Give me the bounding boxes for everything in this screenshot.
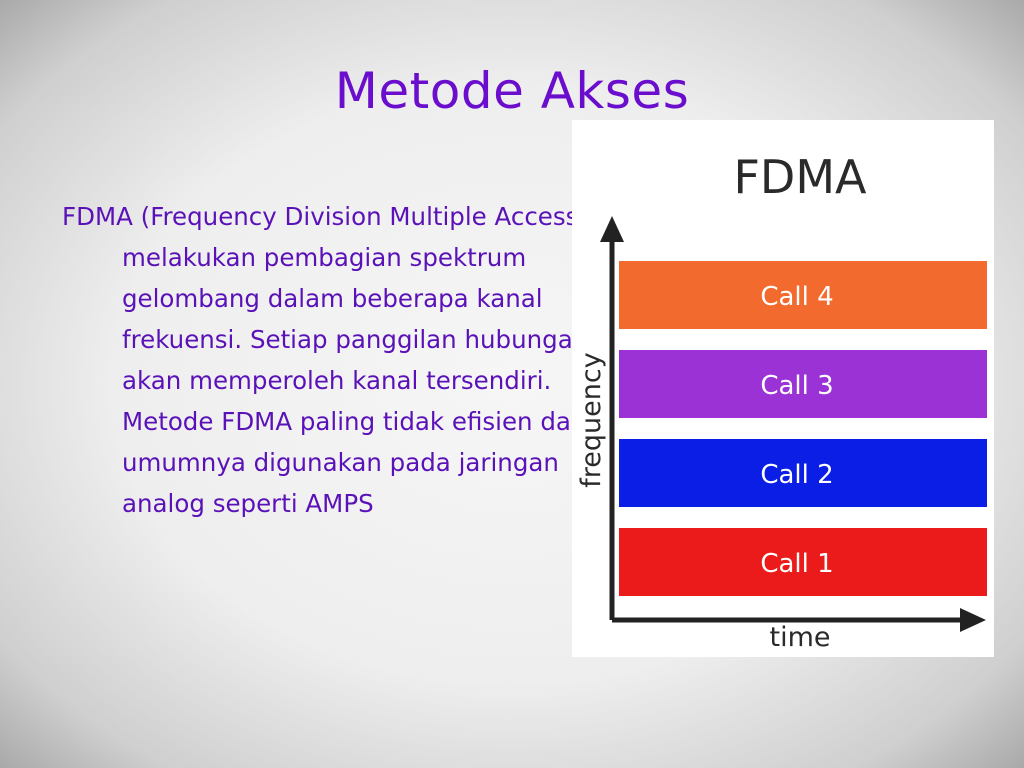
band-call-3-rect: [619, 350, 987, 418]
y-axis: [600, 216, 624, 620]
fdma-diagram-svg: FDMA Call 4 Call 3 Call 2 Call 1: [576, 150, 987, 653]
band-call-4-label: Call 4: [760, 282, 833, 312]
x-axis: [612, 608, 986, 632]
band-call-3: Call 3: [619, 350, 987, 418]
diagram-heading: FDMA: [733, 150, 867, 204]
band-call-2-rect: [619, 439, 987, 507]
band-call-1: Call 1: [619, 528, 987, 596]
slide-body-text: FDMA (Frequency Division Multiple Access…: [62, 202, 589, 518]
y-axis-label: frequency: [576, 352, 607, 487]
band-call-3-label: Call 3: [760, 371, 833, 401]
band-call-2-label: Call 2: [760, 460, 833, 490]
slide-title: Metode Akses: [334, 62, 690, 120]
band-call-4: Call 4: [619, 261, 987, 329]
band-call-2: Call 2: [619, 439, 987, 507]
x-axis-arrow-icon: [960, 608, 986, 632]
band-call-1-rect: [619, 528, 987, 596]
band-call-4-rect: [619, 261, 987, 329]
x-axis-label: time: [769, 622, 830, 653]
fdma-diagram: FDMA Call 4 Call 3 Call 2 Call 1: [572, 120, 994, 657]
band-call-1-label: Call 1: [760, 549, 833, 579]
y-axis-arrow-icon: [600, 216, 624, 242]
